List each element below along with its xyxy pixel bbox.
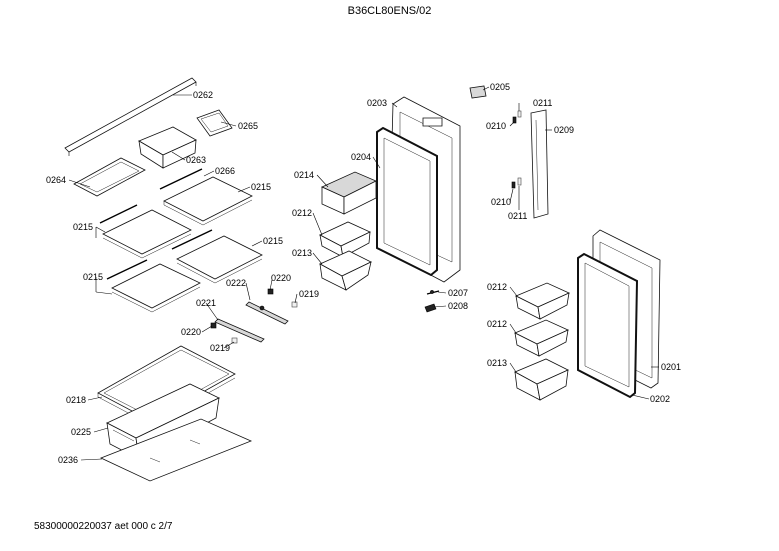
label-0264: 0264 — [46, 175, 66, 185]
label-0203: 0203 — [367, 98, 387, 108]
label-0222: 0222 — [226, 278, 246, 288]
label-0225: 0225 — [71, 427, 91, 437]
leader-lines — [68, 86, 659, 461]
label-0215-a: 0215 — [251, 182, 271, 192]
label-0201: 0201 — [661, 362, 681, 372]
drawing-title: B36CL80ENS/02 — [347, 5, 432, 17]
part-0220-clip-a — [267, 288, 274, 295]
part-0266-shelf — [159, 168, 253, 226]
label-0219-a: 0219 — [299, 289, 319, 299]
label-0215-d: 0215 — [83, 272, 103, 282]
label-0207: 0207 — [448, 288, 468, 298]
part-0236-cover — [99, 418, 253, 482]
part-0205-clip — [469, 85, 487, 99]
label-0202: 0202 — [650, 394, 670, 404]
label-0210-b: 0210 — [491, 197, 511, 207]
part-0202-gasket — [577, 252, 639, 399]
label-0204: 0204 — [351, 152, 371, 162]
part-0208-block — [424, 303, 437, 313]
part-0262-rail — [64, 77, 197, 156]
label-0212-c: 0212 — [487, 319, 507, 329]
label-0212-b: 0212 — [487, 282, 507, 292]
document-id: 58300000220037 aet 000 c 2/7 — [34, 521, 173, 532]
part-0209-hinge-bar — [530, 109, 549, 219]
part-0207-screw — [426, 290, 440, 295]
label-0209: 0209 — [554, 125, 574, 135]
part-0264-tray — [73, 157, 146, 197]
label-0262: 0262 — [193, 90, 213, 100]
part-0211-pin-a — [517, 110, 522, 118]
part-0211-pin-b — [517, 177, 522, 186]
label-0215-c: 0215 — [263, 236, 283, 246]
label-0213-a: 0213 — [292, 248, 312, 258]
label-0214: 0214 — [294, 170, 314, 180]
part-labels: 0262 0265 0263 0264 0266 0215 0215 0215 … — [46, 82, 681, 465]
label-0220-b: 0220 — [181, 327, 201, 337]
part-0215-shelf-a — [99, 204, 192, 259]
part-0263-bin — [138, 126, 197, 169]
part-0213-bin-a — [319, 250, 372, 291]
part-0213-bin-b — [514, 358, 569, 401]
part-0214-box — [321, 171, 377, 215]
part-0220-clip-b — [210, 322, 217, 329]
label-0205: 0205 — [490, 82, 510, 92]
part-0219-clip-a — [291, 301, 298, 308]
part-0215-shelf-b — [171, 229, 263, 284]
label-0208: 0208 — [448, 301, 468, 311]
label-0236: 0236 — [58, 455, 78, 465]
part-0210-pin-a — [512, 116, 517, 124]
part-0212-bin-c — [514, 319, 569, 357]
part-0221-rail — [214, 318, 265, 343]
part-0212-bin-a — [319, 221, 371, 258]
label-0215-b: 0215 — [73, 222, 93, 232]
label-0266: 0266 — [215, 166, 235, 176]
label-0220-a: 0220 — [271, 273, 291, 283]
part-0210-pin-b — [511, 181, 516, 189]
label-0211-b: 0211 — [508, 211, 527, 221]
part-0215-shelf-c — [106, 259, 201, 313]
label-0265: 0265 — [238, 121, 258, 131]
part-0265-holder — [196, 109, 233, 137]
label-0212-a: 0212 — [292, 208, 312, 218]
label-0218: 0218 — [66, 395, 86, 405]
part-0212-bin-b — [515, 282, 570, 320]
label-0211-a: 0211 — [533, 98, 552, 108]
label-0210-a: 0210 — [486, 121, 506, 131]
part-0219-clip-b — [231, 337, 238, 344]
label-0219-b: 0219 — [210, 343, 230, 353]
label-0263: 0263 — [186, 155, 206, 165]
part-0204-gasket — [376, 126, 438, 277]
label-0221: 0221 — [196, 298, 216, 308]
label-0213-b: 0213 — [487, 358, 507, 368]
part-0222-rail — [245, 301, 289, 325]
